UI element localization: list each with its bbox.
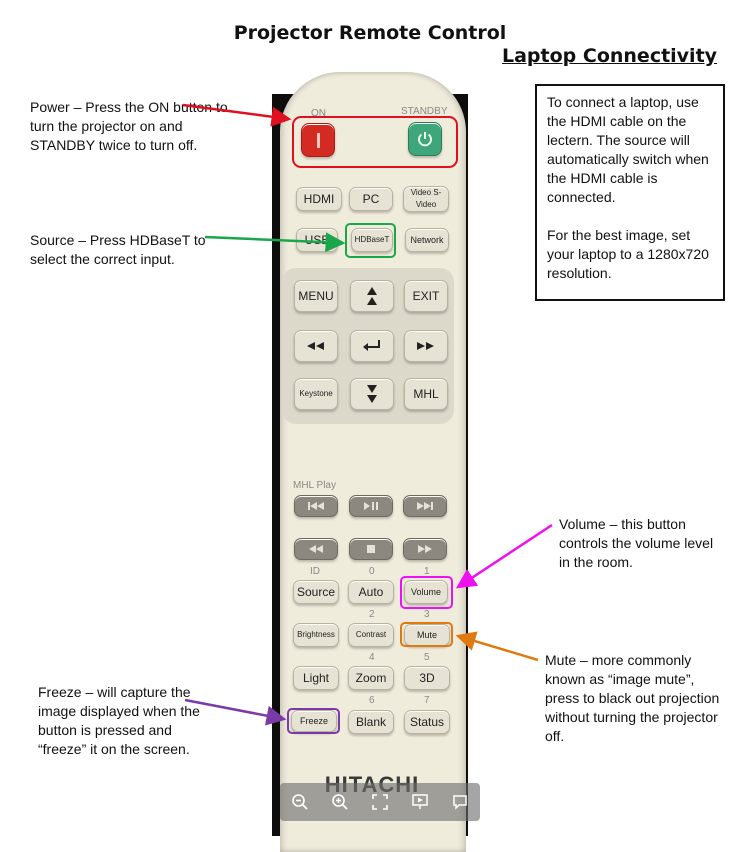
status-button[interactable]: Status [404,710,450,734]
freeze-arrow [184,698,287,726]
mute-highlight-box [400,622,453,647]
power-on-icon [316,132,320,148]
arrow-right-icon [417,342,434,350]
rewind-icon [309,545,323,553]
3d-button[interactable]: 3D [404,666,450,690]
down-button[interactable] [350,378,394,410]
number-label-4: 4 [369,652,375,663]
info-paragraph-connect: To connect a laptop, use the HDMI cable … [547,94,709,205]
info-paragraph-resolution: For the best image, set your laptop to a… [547,227,709,281]
rewind-button[interactable] [294,538,338,560]
exit-button[interactable]: EXIT [404,280,448,312]
number-label-1: 1 [424,566,430,577]
power-highlight-box [292,116,458,168]
volume-annotation: Volume – this button controls the volume… [559,516,714,570]
power-standby-icon [418,132,432,147]
right-button[interactable] [404,330,448,362]
skip-previous-icon [308,502,324,510]
enter-icon [363,340,380,351]
fast-forward-button[interactable] [403,538,447,560]
standby-label: STANDBY [401,106,448,117]
on-label: ON [311,108,326,119]
volume-button[interactable]: Volume [404,580,448,604]
section-subtitle: Laptop Connectivity [502,45,718,67]
stop-button[interactable] [349,538,393,560]
arrow-up-icon [367,287,377,305]
enter-button[interactable] [350,330,394,362]
power-annotation: Power – Press the ON button to turn the … [30,99,228,153]
mute-arrow [455,631,539,662]
stop-icon [367,545,375,553]
left-button[interactable] [294,330,338,362]
network-button[interactable]: Network [405,228,449,252]
skip-next-icon [417,502,433,510]
zoom-in-icon[interactable] [329,791,351,813]
contrast-button[interactable]: Contrast [348,623,394,647]
hdmi-button[interactable]: HDMI [296,187,342,211]
comment-icon[interactable] [449,791,471,813]
play-pause-icon [364,502,378,510]
pc-button[interactable]: PC [349,187,393,211]
up-button[interactable] [350,280,394,312]
arrow-left-icon [307,342,324,350]
number-label-3: 3 [424,609,430,620]
previous-track-button[interactable] [294,495,338,517]
arrow-down-icon [367,385,377,403]
image-viewer-toolbar [280,783,480,821]
number-label-id: ID [310,566,320,577]
volume-arrow [455,523,553,589]
number-label-0: 0 [369,566,375,577]
power-on-button[interactable] [301,123,335,157]
page-title: Projector Remote Control [233,22,507,44]
fast-forward-icon [418,545,432,553]
menu-button[interactable]: MENU [294,280,338,312]
next-track-button[interactable] [403,495,447,517]
light-button[interactable]: Light [293,666,339,690]
keystone-button[interactable]: Keystone [294,378,338,410]
source-button[interactable]: Source [293,580,339,604]
auto-button[interactable]: Auto [348,580,394,604]
number-label-6: 6 [369,695,375,706]
number-label-7: 7 [424,695,430,706]
source-arrow [204,232,346,253]
video-svideo-button[interactable]: Video S-Video [403,186,449,212]
power-arrow [182,103,292,127]
standby-button[interactable] [408,122,442,156]
mhl-play-label: MHL Play [293,480,336,491]
volume-highlight-box [400,576,453,609]
laptop-info-box: To connect a laptop, use the HDMI cable … [535,84,725,301]
zoom-button[interactable]: Zoom [348,666,394,690]
brightness-button[interactable]: Brightness [293,623,339,647]
hdbaset-button[interactable]: HDBaseT [351,228,393,252]
slideshow-icon[interactable] [409,791,431,813]
blank-button[interactable]: Blank [348,710,394,734]
source-highlight-box [345,223,396,258]
freeze-highlight-box [287,708,340,734]
mute-annotation: Mute – more commonly known as “image mut… [545,652,720,744]
freeze-button[interactable]: Freeze [291,710,337,732]
play-pause-button[interactable] [349,495,393,517]
number-label-5: 5 [424,652,430,663]
fullscreen-icon[interactable] [369,791,391,813]
number-label-2: 2 [369,609,375,620]
source-annotation: Source – Press HDBaseT to select the cor… [30,232,206,267]
zoom-out-icon[interactable] [289,791,311,813]
freeze-annotation: Freeze – will capture the image displaye… [38,684,200,757]
mhl-button[interactable]: MHL [404,378,448,410]
